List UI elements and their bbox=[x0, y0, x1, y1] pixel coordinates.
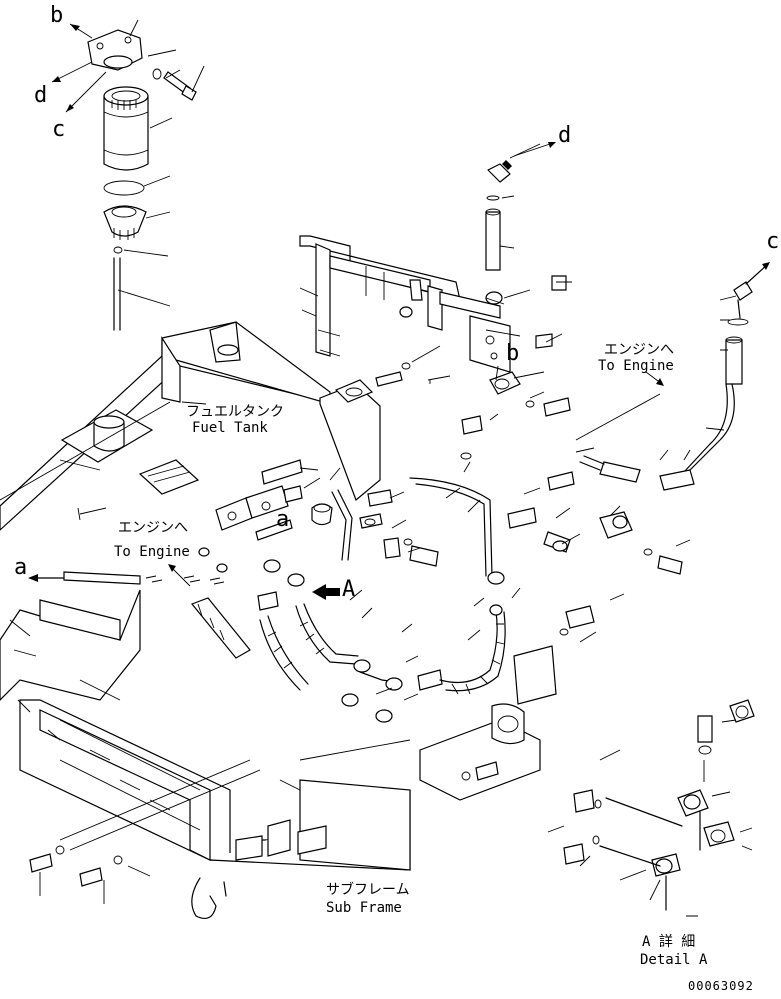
drawing-number: 00063092 bbox=[688, 979, 754, 993]
connection-mark-d-upper: d bbox=[558, 123, 571, 148]
view-a-label: A bbox=[342, 577, 355, 602]
sub-frame bbox=[0, 589, 557, 919]
to-engine-label-jp-right: エンジンへ bbox=[604, 342, 674, 358]
hose-to-engine-right bbox=[575, 262, 770, 491]
detail-a-label-en: Detail A bbox=[640, 952, 708, 968]
fuel-tank-label-jp: フュエルタンク bbox=[186, 404, 284, 420]
connection-mark-a-left: a bbox=[14, 555, 27, 580]
sub-frame-label-jp: サブフレーム bbox=[326, 881, 410, 898]
sub-frame-label-en: Sub Frame bbox=[326, 900, 402, 916]
connection-mark-c: c bbox=[52, 117, 65, 142]
fuel-tank bbox=[0, 321, 381, 531]
connection-mark-d: d bbox=[34, 83, 47, 108]
fuel-filter-assembly bbox=[51, 19, 205, 331]
fuel-tank-label-en: Fuel Tank bbox=[192, 420, 268, 436]
to-engine-label-en-left: To Engine bbox=[114, 544, 190, 560]
connection-mark-c-right: c bbox=[766, 229, 779, 254]
connection-mark-b: b bbox=[50, 3, 63, 28]
to-engine-label-en-right: To Engine bbox=[598, 358, 674, 374]
detail-a bbox=[547, 699, 755, 917]
hose-to-engine-left bbox=[28, 507, 251, 659]
central-piping bbox=[215, 413, 691, 723]
connection-mark-b-upper: b bbox=[506, 341, 519, 366]
to-engine-label-jp-left: エンジンへ bbox=[118, 520, 188, 536]
upper-bracket-frame bbox=[299, 142, 572, 417]
detail-a-label-jp: A 詳 細 bbox=[642, 934, 695, 950]
connection-mark-a-center: a bbox=[276, 507, 289, 532]
